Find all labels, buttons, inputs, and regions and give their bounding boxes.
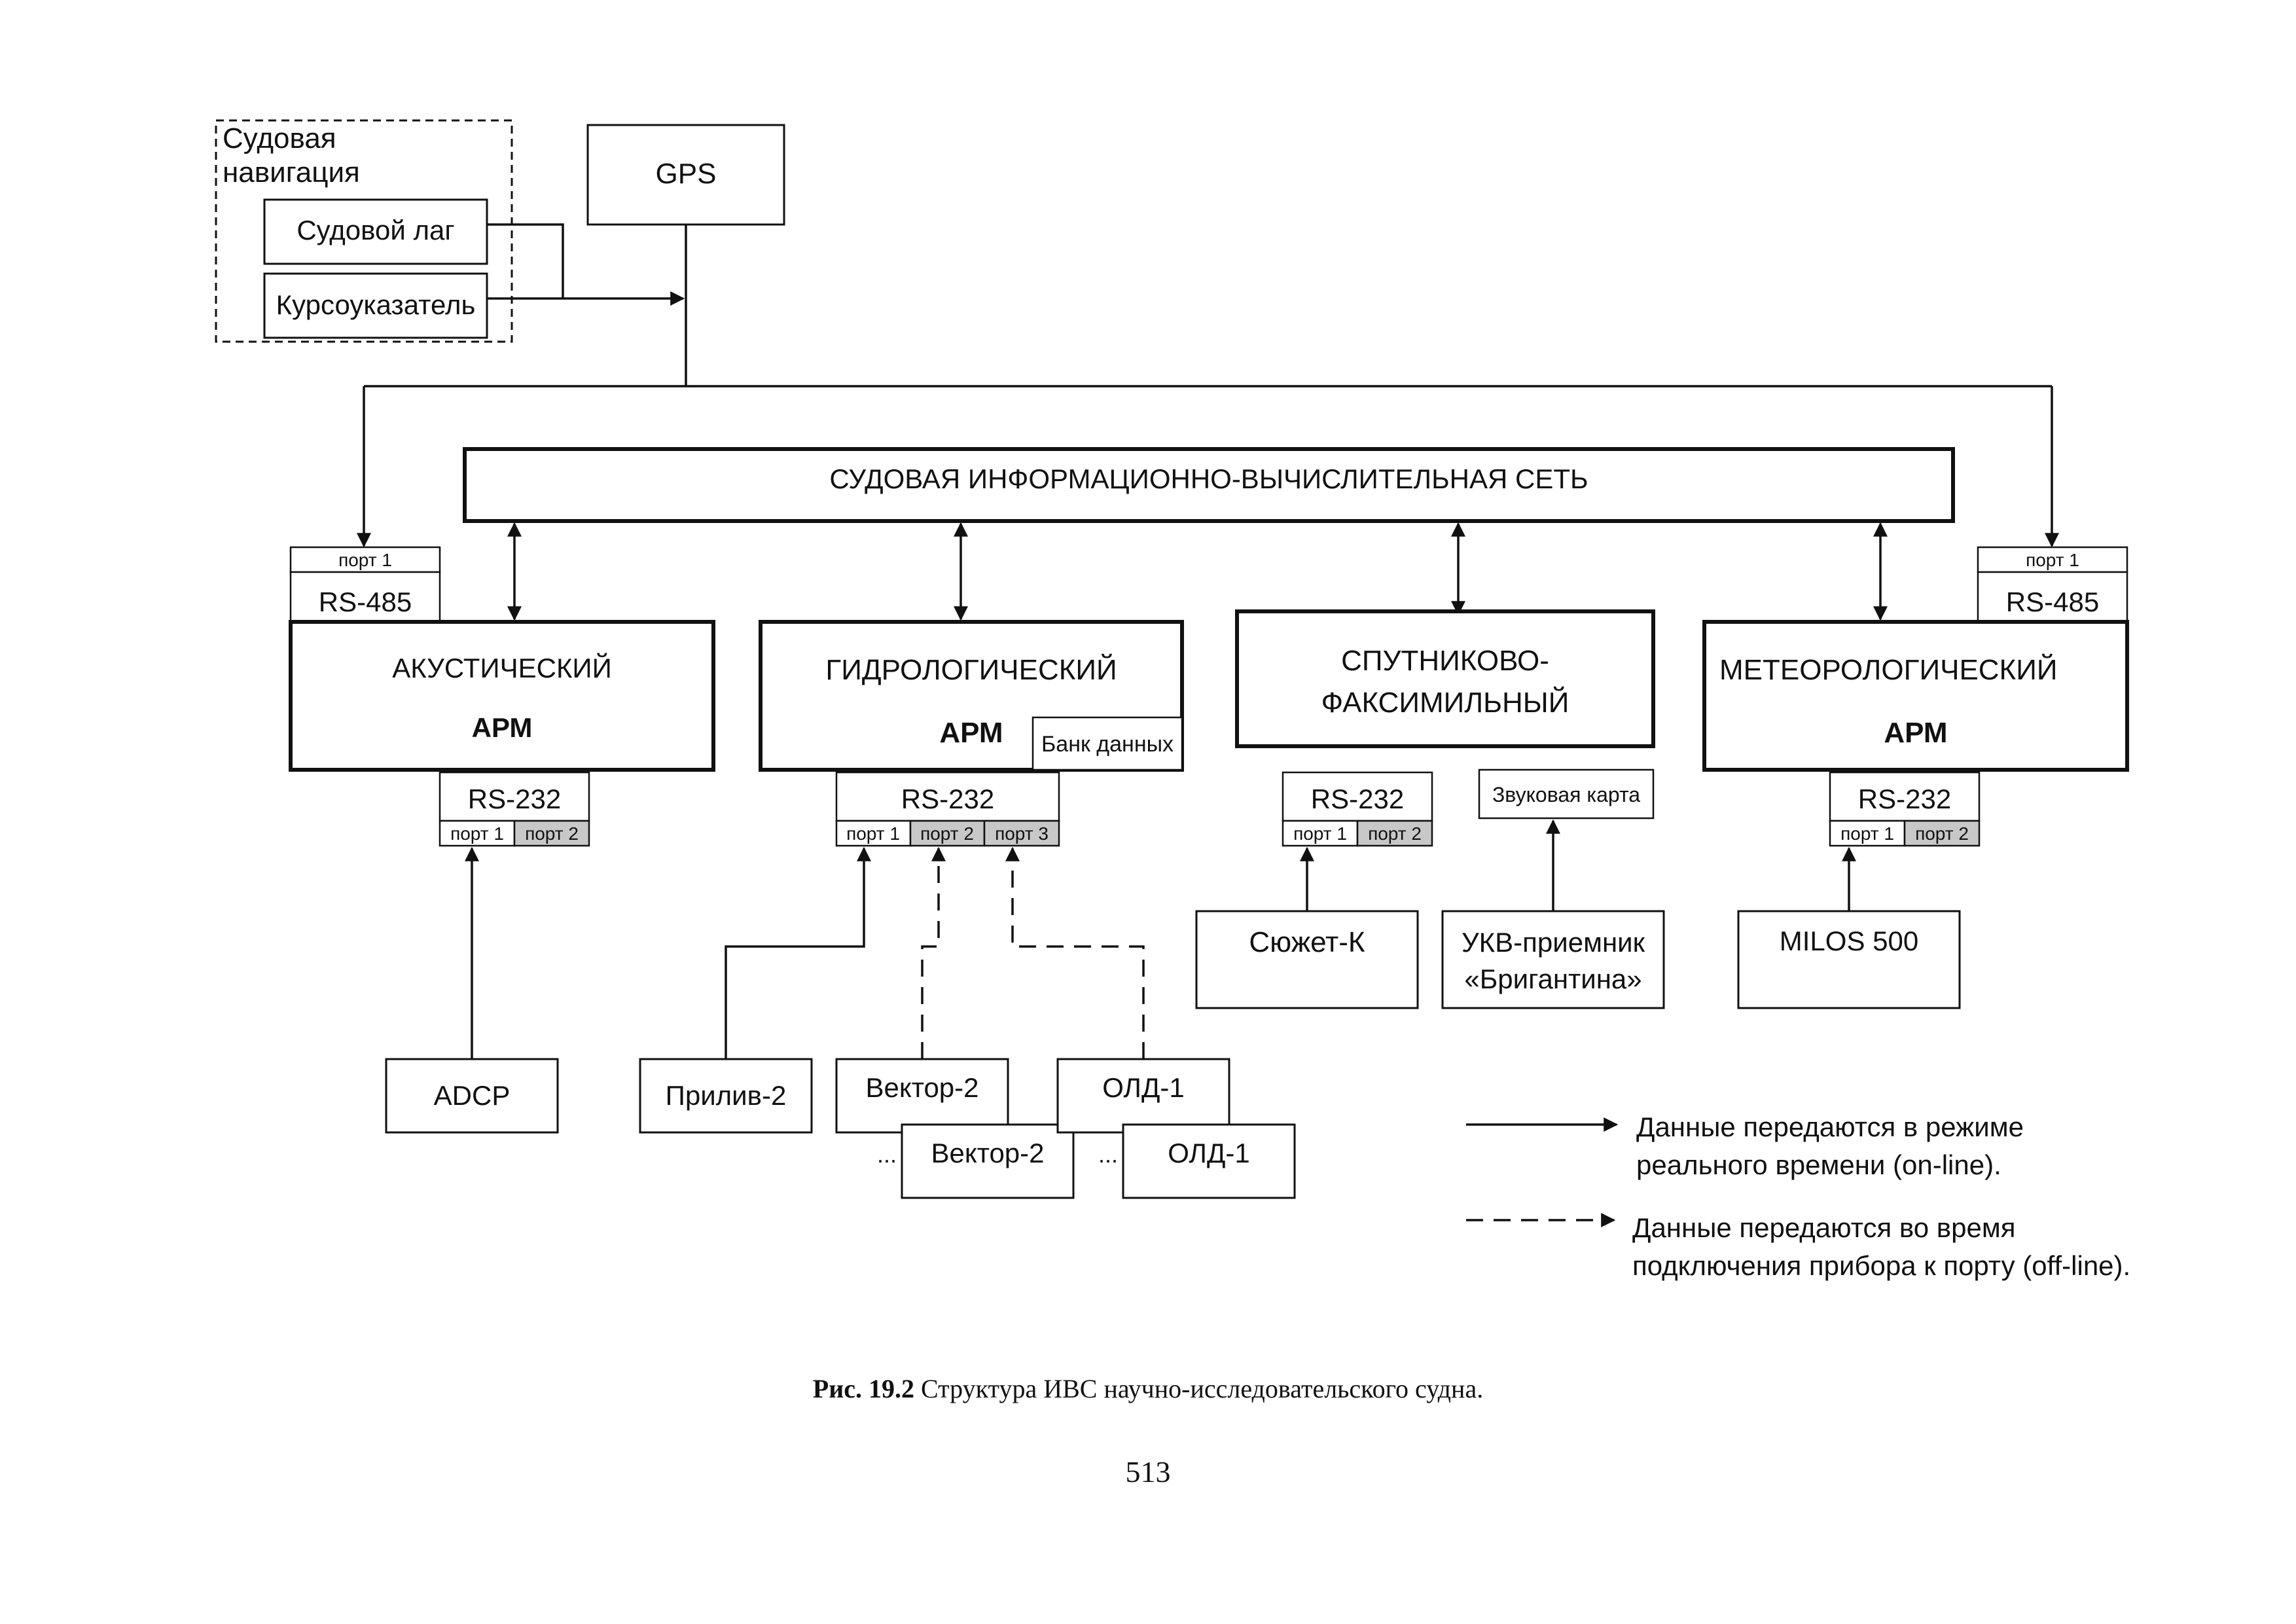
acoustic-workstation xyxy=(289,620,715,772)
legend-offline-line1: Данные передаются во время xyxy=(1632,1212,2015,1243)
data-bank-label: Банк данных xyxy=(1041,732,1174,757)
meteo-title: МЕТЕОРОЛОГИЧЕСКИЙ xyxy=(1719,653,2057,686)
meteo-workstation xyxy=(1702,620,2129,772)
acoustic-port2-label: порт 2 xyxy=(525,823,579,844)
acoustic-rs485-box xyxy=(289,571,441,623)
figure-caption-label: Рис. 19.2 xyxy=(812,1374,915,1403)
meteo-port1 xyxy=(1829,820,1906,847)
legend-offline-line2: подключения прибора к порту (off-line). xyxy=(1632,1250,2130,1281)
satellite-rs232-label: RS-232 xyxy=(1311,784,1404,814)
adcp-label: ADCP xyxy=(434,1080,511,1111)
sound-card-box xyxy=(1478,768,1655,820)
satellite-title-line1: СПУТНИКОВО- xyxy=(1341,645,1549,677)
hydro-port3 xyxy=(983,820,1060,847)
meteo-rs485-label: RS-485 xyxy=(2006,586,2099,617)
hydro-arm-label: АРМ xyxy=(939,717,1003,749)
figure-caption-text: Структура ИВС научно-исследовательского … xyxy=(914,1374,1484,1403)
meteo-rs232-box xyxy=(1829,771,1981,822)
ukv-receiver-box xyxy=(1441,910,1665,1009)
satellite-port2-label: порт 2 xyxy=(1368,823,1422,844)
meteo-rs485-port-label: порт 1 xyxy=(2026,550,2079,570)
acoustic-title: АКУСТИЧЕСКИЙ xyxy=(392,652,612,683)
vector-box-2 xyxy=(901,1123,1075,1199)
navigation-group-title-line1: Судовая xyxy=(223,122,336,154)
hydro-title: ГИДРОЛОГИЧЕСКИЙ xyxy=(825,653,1117,686)
ship-log-line xyxy=(487,223,564,298)
syuzhet-label: Сюжет-К xyxy=(1249,926,1365,958)
ship-log-label: Судовой лаг xyxy=(296,215,454,245)
vector-ellipsis: ... xyxy=(877,1141,897,1168)
meteo-rs485-box xyxy=(1977,571,2128,623)
meteo-port1-label: порт 1 xyxy=(1840,823,1894,844)
legend-online-line1: Данные передаются в режиме xyxy=(1636,1111,2024,1142)
network-bar xyxy=(463,447,1955,523)
old-label: ОЛД-1 xyxy=(1102,1072,1185,1103)
gps-box xyxy=(586,124,785,226)
satellite-port2 xyxy=(1356,820,1433,847)
meteo-rs232-label: RS-232 xyxy=(1858,784,1951,814)
navigation-group-title-line2: навигация xyxy=(223,156,360,189)
figure-caption: Рис. 19.2 Структура ИВС научно-исследова… xyxy=(0,1373,2296,1404)
hydro-port3-label: порт 3 xyxy=(995,823,1049,844)
ukv-receiver-label-line2: «Бригантина» xyxy=(1464,964,1641,994)
ukv-receiver-label-line1: УКВ-приемник xyxy=(1462,927,1645,958)
old-label-2: ОЛД-1 xyxy=(1168,1138,1250,1168)
hydro-port1-label: порт 1 xyxy=(846,823,900,844)
priliv-to-hydro-line xyxy=(725,846,871,1059)
acoustic-rs232-box xyxy=(439,771,590,822)
compass-box xyxy=(263,272,488,339)
acoustic-arm-label: АРМ xyxy=(472,712,533,743)
vector-label-2: Вектор-2 xyxy=(931,1138,1044,1168)
milos-box xyxy=(1737,910,1961,1009)
hydro-rs232-label: RS-232 xyxy=(901,784,994,814)
vector-label: Вектор-2 xyxy=(865,1072,978,1103)
acoustic-rs485-port-label: порт 1 xyxy=(338,550,392,570)
network-label: СУДОВАЯ ИНФОРМАЦИОННО-ВЫЧИСЛИТЕЛЬНАЯ СЕТ… xyxy=(829,463,1588,494)
hydro-port1 xyxy=(835,820,912,847)
old-to-hydro-line xyxy=(1005,846,1145,1059)
hydro-port2-label: порт 2 xyxy=(920,823,974,844)
priliv-label: Прилив-2 xyxy=(666,1080,787,1111)
data-bank-box xyxy=(1031,716,1183,771)
milos-label: MILOS 500 xyxy=(1780,926,1918,956)
satellite-rs232-box xyxy=(1282,771,1433,822)
old-box-2 xyxy=(1122,1123,1296,1199)
meteo-port2 xyxy=(1903,820,1981,847)
acoustic-port2 xyxy=(513,820,590,847)
priliv-box xyxy=(639,1058,813,1134)
acoustic-port1 xyxy=(439,820,516,847)
sound-card-label: Звуковая карта xyxy=(1492,783,1640,806)
navigation-group-frame xyxy=(215,119,513,343)
old-box xyxy=(1056,1058,1230,1134)
satellite-title-line2: ФАКСИМИЛЬНЫЙ xyxy=(1321,685,1570,719)
meteo-arm-label: АРМ xyxy=(1884,717,1947,749)
adcp-box xyxy=(385,1058,559,1134)
legend-online-line2: реального времени (on-line). xyxy=(1636,1149,2001,1180)
satellite-workstation xyxy=(1235,609,1655,748)
gps-label: GPS xyxy=(656,158,717,190)
ship-log-box xyxy=(263,198,488,265)
vector-to-hydro-line xyxy=(921,846,946,1059)
satellite-port1-label: порт 1 xyxy=(1293,823,1347,844)
acoustic-rs232-label: RS-232 xyxy=(468,784,561,814)
acoustic-rs485-label: RS-485 xyxy=(319,586,412,617)
old-ellipsis: ... xyxy=(1098,1141,1118,1168)
acoustic-port1-label: порт 1 xyxy=(450,823,504,844)
page-number: 513 xyxy=(1125,1455,1171,1489)
meteo-port2-label: порт 2 xyxy=(1915,823,1969,844)
compass-label: Курсоуказатель xyxy=(276,289,476,320)
